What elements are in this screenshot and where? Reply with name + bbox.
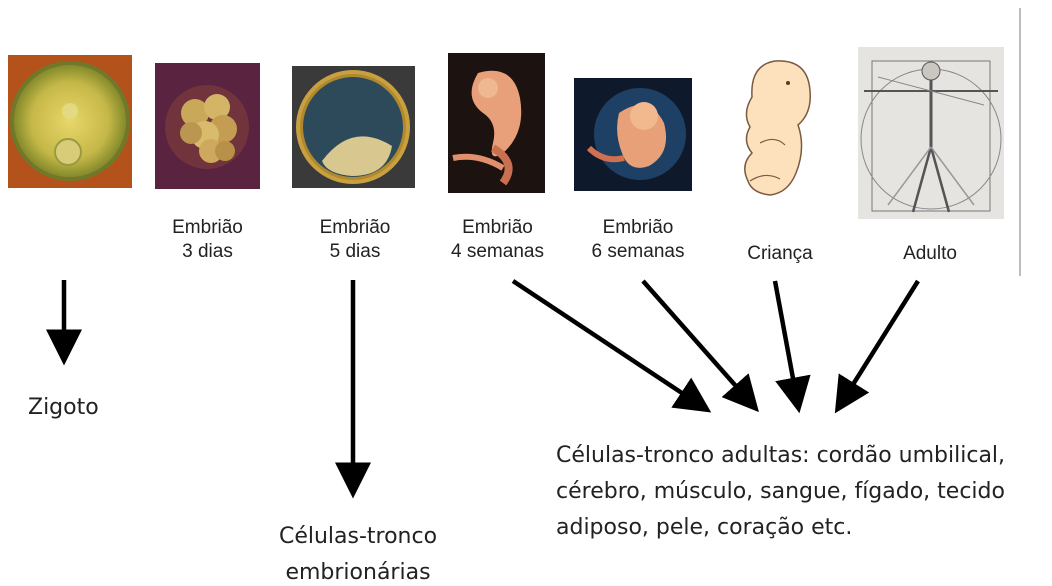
arrow-adult xyxy=(842,281,918,402)
zygote-label: Zigoto xyxy=(28,390,99,426)
adult-line1: Células-tronco adultas: cordão umbilical… xyxy=(556,438,1005,474)
arrow-4-weeks xyxy=(513,281,700,405)
arrow-child xyxy=(775,281,797,400)
arrow-6-weeks xyxy=(643,281,750,402)
adult-stem-cells-label: Células-tronco adultas: cordão umbilical… xyxy=(556,438,1005,546)
embryonic-line2: embrionárias xyxy=(258,555,458,586)
embryonic-line1: Células-tronco xyxy=(258,519,458,555)
adult-line3: adiposo, pele, coração etc. xyxy=(556,510,1005,546)
adult-line2: cérebro, músculo, sangue, fígado, tecido xyxy=(556,474,1005,510)
embryonic-stem-cells-label: Células-tronco embrionárias xyxy=(258,519,458,586)
